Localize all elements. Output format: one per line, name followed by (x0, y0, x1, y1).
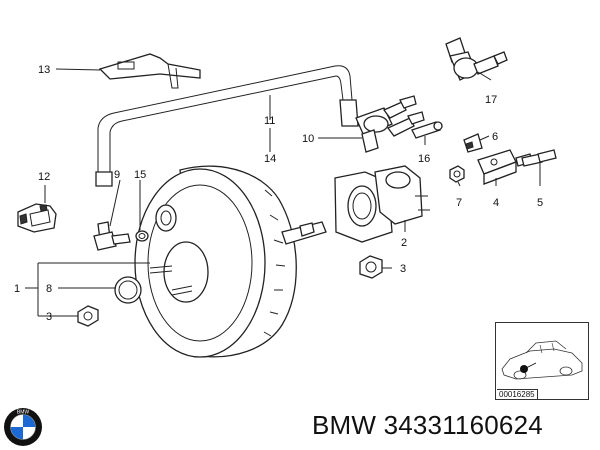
callout-13: 13 (38, 64, 50, 76)
callout-11: 11 (264, 115, 275, 127)
vehicle-location-thumbnail: 00016285 (495, 322, 589, 400)
check-valve (355, 95, 425, 153)
callout-1: 1 (14, 283, 20, 295)
bmw-roundel-icon: BMW (4, 408, 42, 446)
seal-and-nut-left (77, 276, 142, 327)
callout-16: 16 (418, 153, 430, 165)
callout-3-left: 3 (46, 311, 52, 323)
callout-12: 12 (38, 171, 50, 183)
callout-2: 2 (401, 237, 407, 249)
reference-image-code: 00016285 (497, 389, 538, 399)
callout-8: 8 (46, 283, 52, 295)
callout-17: 17 (485, 94, 497, 106)
callout-7: 7 (456, 197, 462, 209)
callout-4: 4 (493, 197, 499, 209)
brand-part-number: BMW 34331160624 (312, 410, 543, 440)
car-outline-icon (501, 340, 583, 380)
sensor-assembly (449, 133, 557, 185)
callout-10: 10 (302, 133, 314, 145)
callout-9: 9 (114, 169, 120, 181)
hose-elbow (445, 37, 508, 81)
hose-bracket (98, 53, 201, 89)
leader-lines (25, 68, 541, 317)
callout-3-right: 3 (400, 263, 406, 275)
nut-right (359, 255, 383, 279)
angle-fitting (93, 221, 149, 251)
pin (411, 121, 443, 139)
callout-15: 15 (134, 169, 146, 181)
brake-booster (134, 165, 327, 358)
callout-5: 5 (537, 197, 543, 209)
callouts: 13 17 11 10 14 6 16 9 15 12 7 4 5 2 3 1 … (14, 64, 543, 323)
clip (17, 203, 57, 233)
callout-6: 6 (492, 131, 498, 143)
master-cylinder-flange (334, 165, 430, 243)
vacuum-hose (95, 65, 359, 187)
svg-text:BMW: BMW (17, 410, 30, 416)
callout-14: 14 (264, 153, 276, 165)
